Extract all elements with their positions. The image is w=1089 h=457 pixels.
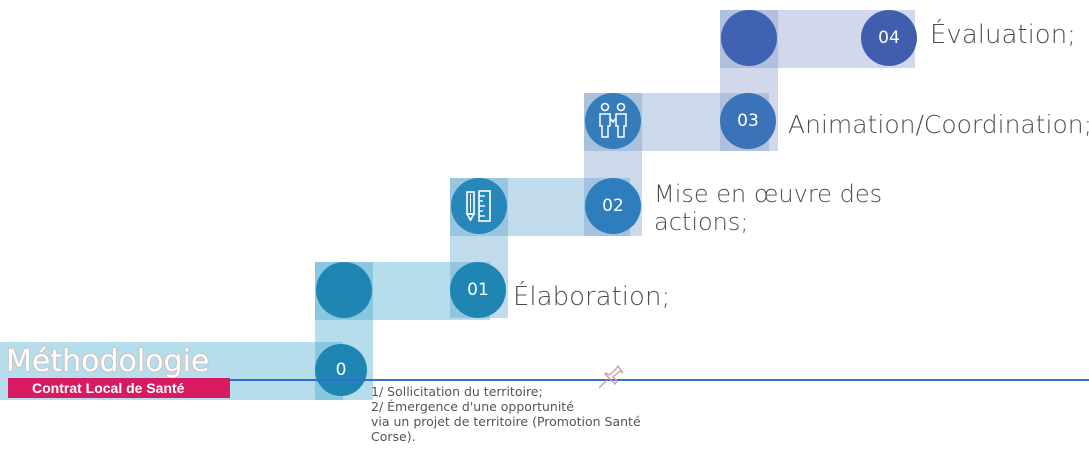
step-3-label: Animation/Coordination; [788, 110, 1089, 139]
step-1-number: 01 [467, 280, 489, 300]
step-2-label-line1: Mise en œuvre des [654, 180, 883, 208]
page-title: Méthodologie [6, 344, 210, 379]
people-handshake-icon [585, 93, 641, 149]
step-2-circle: 02 [585, 178, 641, 234]
step-3-circle: 03 [720, 93, 776, 149]
icon-circle-step4 [721, 10, 777, 66]
step-2-label-line2: actions; [654, 208, 749, 236]
step-2-number: 02 [602, 196, 624, 216]
step-4-number: 04 [878, 28, 900, 48]
step-4-label: Évaluation; [930, 20, 1076, 50]
icon-circle-step1 [316, 262, 372, 318]
note-line-4: Corse). [371, 429, 416, 444]
note-line-3: via un projet de territoire (Promotion S… [371, 414, 641, 429]
step-2-label: Mise en œuvre des actions; [654, 180, 882, 236]
step-1-label: Élaboration; [513, 282, 671, 312]
note-line-1: 1/ Sollicitation du territoire; [371, 384, 543, 399]
step-0-number: 0 [335, 360, 347, 380]
divider-line [200, 379, 1089, 381]
step-0-circle: 0 [315, 344, 367, 396]
step-4-circle: 04 [861, 10, 917, 66]
step-1-circle: 01 [450, 262, 506, 318]
step-3-number: 03 [737, 111, 759, 131]
step-0-note: 1/ Sollicitation du territoire; 2/ Émerg… [371, 384, 641, 444]
note-line-2: 2/ Émergence d'une opportunité [371, 399, 574, 414]
pin-icon [596, 364, 626, 396]
subtitle-badge: Contrat Local de Santé [8, 378, 230, 398]
pencil-ruler-icon [451, 178, 507, 234]
